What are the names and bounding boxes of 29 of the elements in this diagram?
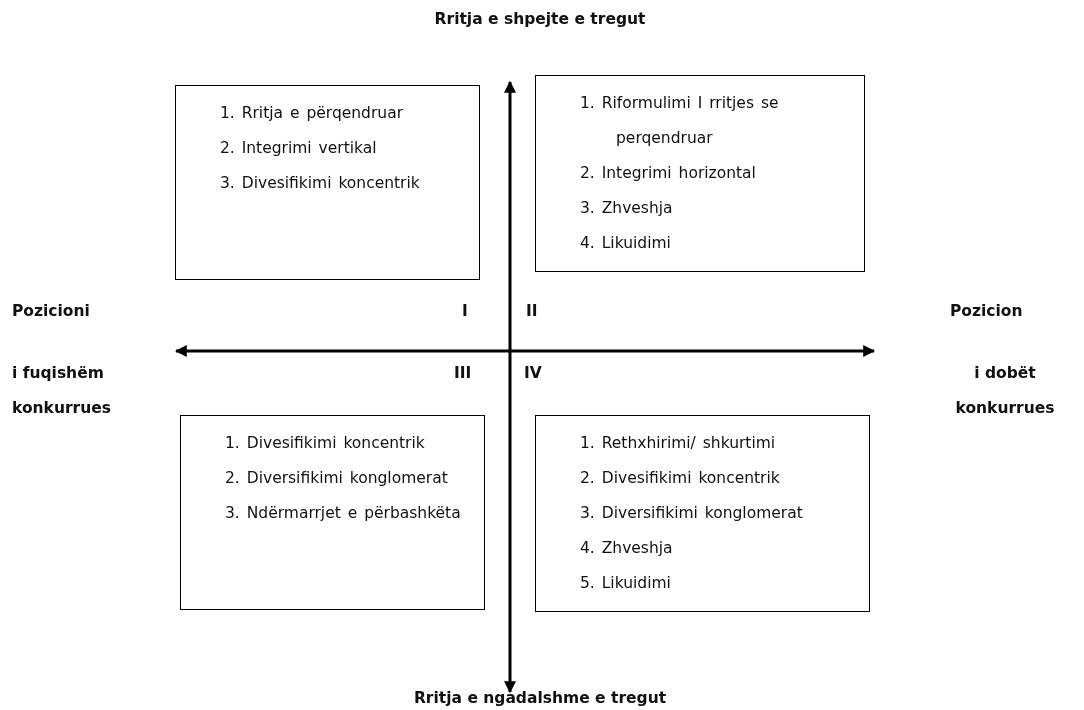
axis-title: Rritja e ngadalshme e tregut <box>412 688 668 709</box>
quadrant-number: IV <box>524 363 543 384</box>
quadrant-number: I <box>462 301 469 322</box>
quadrant-number: III <box>454 363 473 384</box>
axis-title: i fuqishëm konkurrues <box>12 363 112 419</box>
list-item: 1. Riformulimi I rritjes se perqendruar <box>580 93 780 149</box>
axis-title: Pozicion <box>950 301 1024 322</box>
list-item: 2. Diversifikimi konglomerat <box>225 468 449 489</box>
list-item: 3. Divesifikimi koncentrik <box>220 173 421 194</box>
list-item: 1. Rethxhirimi/ shkurtimi <box>580 433 777 454</box>
list-item: 4. Zhveshja <box>580 538 674 559</box>
strategy-box <box>535 415 870 612</box>
axis-title: Pozicioni <box>12 301 91 322</box>
list-item: 1. Rritja e përqendruar <box>220 103 405 124</box>
axis-title: Rritja e shpejte e tregut <box>433 9 647 30</box>
list-item: 2. Integrimi horizontal <box>580 163 757 184</box>
list-item: 3. Zhveshja <box>580 198 674 219</box>
list-item: 3. Ndërmarrjet e përbashkëta <box>225 503 462 524</box>
axis-title: i dobët konkurrues <box>954 363 1056 419</box>
strategy-box <box>535 75 865 272</box>
strategy-box <box>175 85 480 280</box>
list-item: 5. Likuidimi <box>580 573 672 594</box>
quadrant-number: II <box>526 301 539 322</box>
list-item: 1. Divesifikimi koncentrik <box>225 433 426 454</box>
list-item: 4. Likuidimi <box>580 233 672 254</box>
list-item: 2. Integrimi vertikal <box>220 138 378 159</box>
list-item: 2. Divesifikimi koncentrik <box>580 468 781 489</box>
list-item: 3. Diversifikimi konglomerat <box>580 503 804 524</box>
strategy-box <box>180 415 485 610</box>
